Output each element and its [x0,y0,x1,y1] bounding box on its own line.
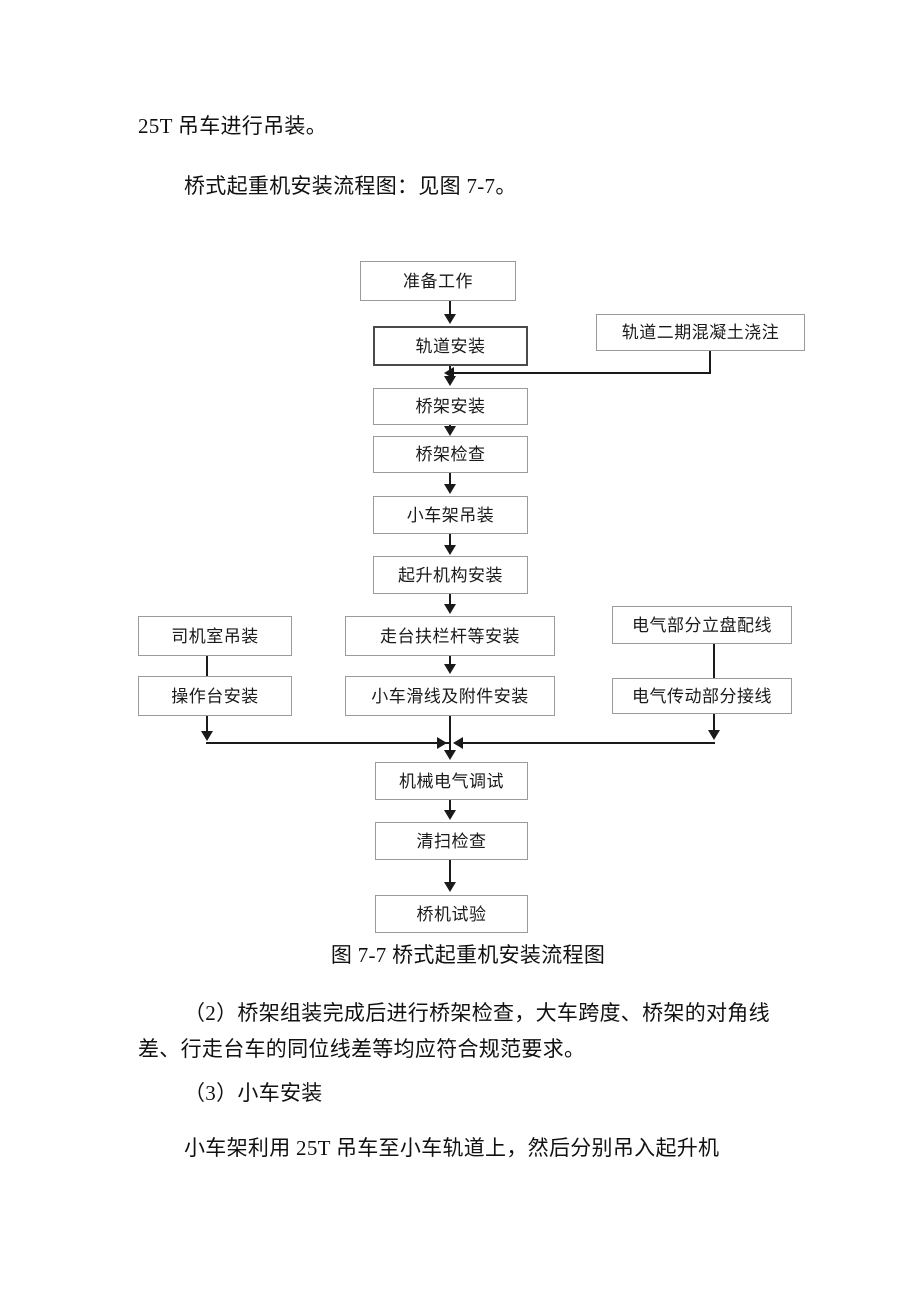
paragraph-5: 小车架利用 25T 吊车至小车轨道上，然后分别吊入起升机 [184,1136,720,1160]
connector-merge-left [206,742,451,744]
flow-node-bridge-frame-installation[interactable]: 桥架安装 [373,388,528,425]
connector-concrete-down [709,351,711,374]
flow-node-mechanical-electrical-commissioning[interactable]: 机械电气调试 [375,762,528,800]
paragraph-2: 桥式起重机安装流程图：见图 7-7。 [184,174,517,198]
arrow-merge-from-right [453,737,463,749]
connector-panel-to-drive [713,644,715,678]
flow-node-preparation[interactable]: 准备工作 [360,261,516,301]
arrow-trolley-to-hoist [444,545,456,555]
flow-node-cleaning-inspection[interactable]: 清扫检查 [375,822,528,860]
flow-node-cab-hoisting[interactable]: 司机室吊装 [138,616,292,656]
figure-caption: 图 7-7 桥式起重机安装流程图 [330,943,606,967]
arrow-rail-to-bridge [444,376,456,386]
arrow-walkway-to-slipline [444,664,456,674]
connector-trolley-to-hoist [449,534,451,546]
arrow-bridge-to-inspect [444,426,456,436]
flow-node-crane-test[interactable]: 桥机试验 [375,895,528,933]
connector-merge-right [462,742,715,744]
flow-node-rail-second-stage-concrete[interactable]: 轨道二期混凝土浇注 [596,314,805,351]
arrow-hoist-to-walkway [444,604,456,614]
flow-node-electrical-panel-wiring[interactable]: 电气部分立盘配线 [612,606,792,644]
flow-node-rail-installation[interactable]: 轨道安装 [373,326,528,366]
flow-node-bridge-frame-inspection[interactable]: 桥架检查 [373,436,528,473]
connector-walkway-to-slipline [449,656,451,666]
arrow-prep-to-rail [444,314,456,324]
arrow-merge-to-commissioning [444,750,456,760]
connector-console-down [206,716,208,734]
flow-node-hoisting-mechanism-installation[interactable]: 起升机构安装 [373,556,528,594]
connector-slipline-down [449,716,451,746]
paragraph-4: （3）小车安装 [184,1081,323,1105]
flow-node-trolley-frame-hoisting[interactable]: 小车架吊装 [373,496,528,534]
paragraph-1: 25T 吊车进行吊装。 [138,114,327,138]
arrow-commissioning-to-cleaning [444,810,456,820]
connector-drive-down [713,714,715,732]
arrow-cleaning-to-test [444,882,456,892]
connector-concrete-left [453,372,711,374]
connector-prep-to-rail [449,301,451,316]
flow-node-electrical-drive-wiring[interactable]: 电气传动部分接线 [612,678,792,714]
connector-commissioning-to-cleaning [449,800,451,812]
arrow-merge-from-left [437,737,447,749]
connector-merge-to-commissioning [449,742,451,752]
flow-node-walkway-railing-installation[interactable]: 走台扶栏杆等安装 [345,616,555,656]
paragraph-3: （2）桥架组装完成后进行桥架检查，大车跨度、桥架的对角线差、行走台车的同位线差等… [138,1001,770,1061]
flow-node-trolley-slipline-accessory-installation[interactable]: 小车滑线及附件安装 [345,676,555,716]
connector-cab-to-console [206,656,208,676]
connector-rail-to-bridge [449,366,451,378]
arrow-drive-down [708,730,720,740]
flowchart: 准备工作 轨道安装 轨道二期混凝土浇注 桥架安装 桥架检查 小车架吊装 起升机构… [138,261,805,933]
arrow-inspect-to-trolley [444,484,456,494]
connector-hoist-to-walkway [449,594,451,606]
flow-node-operator-console-installation[interactable]: 操作台安装 [138,676,292,716]
connector-inspect-to-trolley [449,473,451,485]
connector-cleaning-to-test [449,860,451,884]
arrow-console-down [201,731,213,741]
